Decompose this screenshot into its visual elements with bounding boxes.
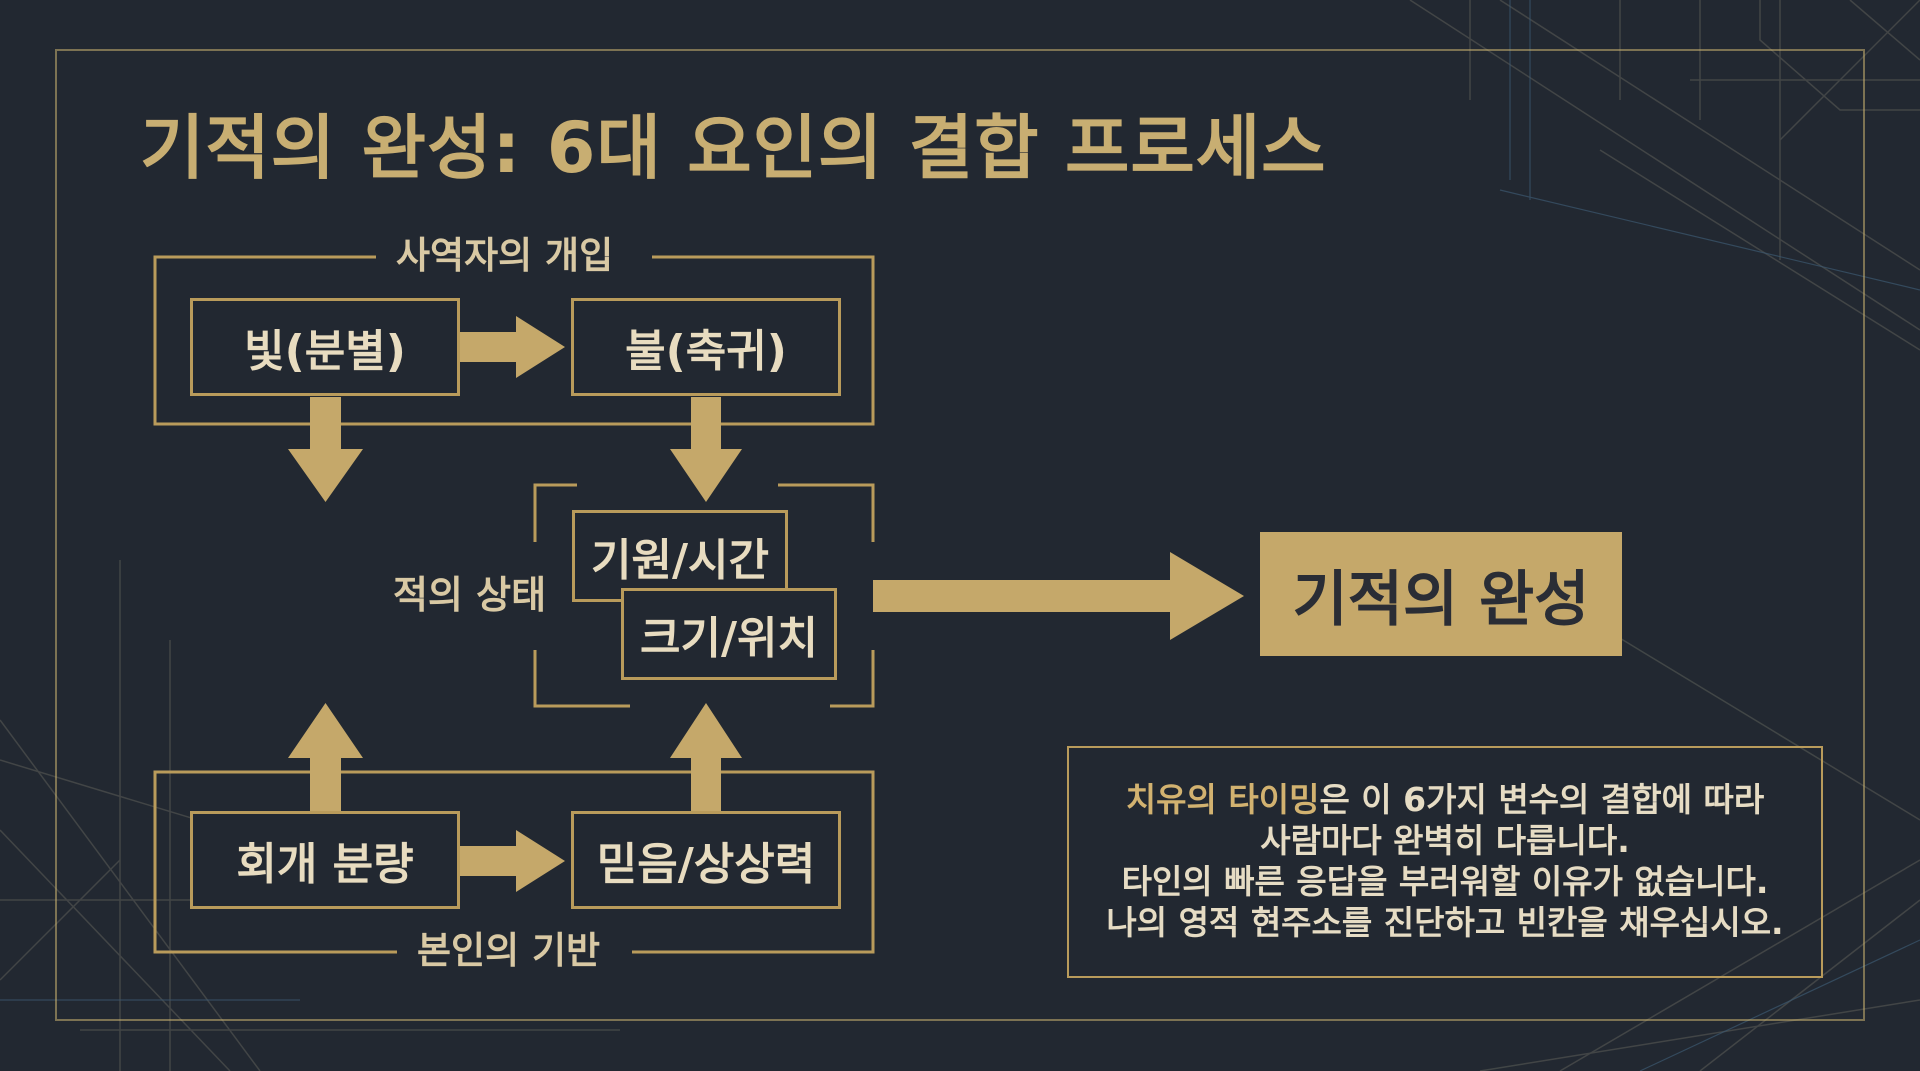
node-faith: 믿음/상상력 bbox=[571, 811, 841, 909]
bottom-group-label: 본인의 기반 bbox=[403, 932, 615, 969]
arrow-faith-to-enemy bbox=[670, 703, 742, 811]
miracle-result-box: 기적의 완성 bbox=[1260, 532, 1622, 656]
top-group-label: 사역자의 개입 bbox=[382, 237, 628, 274]
node-fire: 불(축귀) bbox=[571, 298, 841, 396]
node-repentance: 회개 분량 bbox=[190, 811, 460, 909]
center-group-corners bbox=[533, 483, 875, 708]
arrow-repentance-up bbox=[288, 703, 363, 811]
note-box: 치유의 타이밍은 이 6가지 변수의 결합에 따라 사람마다 완벽히 다릅니다.… bbox=[1067, 746, 1823, 978]
note-line-4: 나의 영적 현주소를 진단하고 빈칸을 채우십시오. bbox=[1106, 902, 1784, 942]
node-light: 빛(분별) bbox=[190, 298, 460, 396]
arrow-repentance-to-faith bbox=[460, 830, 565, 892]
note-highlight: 치유의 타이밍 bbox=[1125, 780, 1320, 820]
outer-frame bbox=[55, 49, 1865, 1021]
enemy-state-label: 적의 상태 bbox=[393, 573, 547, 617]
note-line-3: 타인의 빠른 응답을 부러워할 이유가 없습니다. bbox=[1121, 862, 1769, 901]
node-size-location: 크기/위치 bbox=[621, 588, 837, 680]
note-line-1-rest: 은 이 6가지 변수의 결합에 따라 bbox=[1319, 780, 1765, 820]
note-line-1: 치유의 타이밍은 이 6가지 변수의 결합에 따라 bbox=[1126, 780, 1764, 821]
note-line-2: 사람마다 완벽히 다릅니다. bbox=[1260, 821, 1630, 861]
top-group-bracket bbox=[153, 255, 875, 426]
arrow-to-miracle bbox=[873, 552, 1244, 640]
arrow-light-to-fire bbox=[460, 316, 565, 378]
page-title: 기적의 완성: 6대 요인의 결합 프로세스 bbox=[140, 107, 1327, 189]
arrow-light-down bbox=[288, 397, 363, 502]
arrow-fire-to-enemy bbox=[670, 397, 742, 502]
bottom-group-bracket bbox=[153, 770, 875, 954]
